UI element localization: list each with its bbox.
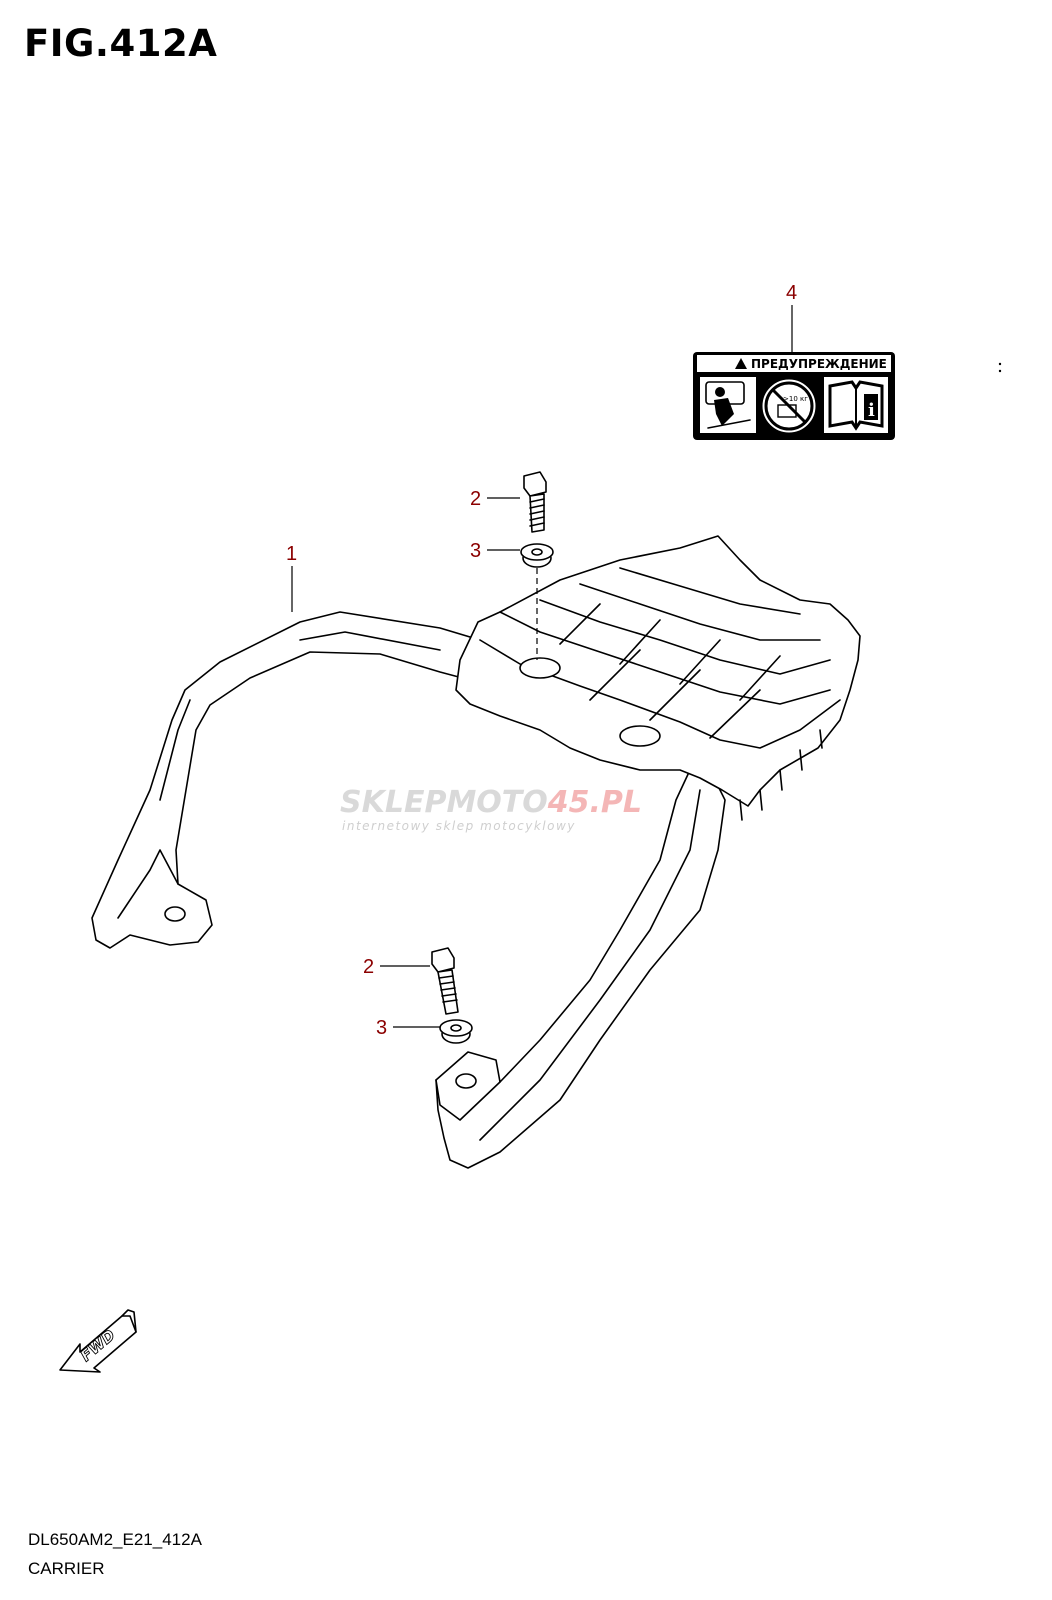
callout-carrier: 1 [286,543,297,612]
watermark-tagline: internetowy sklep motocyklowy [342,819,576,833]
callout-number: 4 [786,282,797,304]
callout-warning-label: 4 [786,282,797,352]
figure-code: DL650AM2_E21_412A [28,1530,202,1549]
carrier-part [91,535,861,1169]
weight-text: >10 кг [783,395,808,403]
info-symbol: i [868,400,875,421]
no-load-icon: >10 кг [762,379,816,433]
callout-number: 1 [286,543,297,565]
warning-triangle-icon [735,358,747,369]
warning-label-heading: ПРЕДУПРЕЖДЕНИЕ [751,357,887,371]
callout-number: 3 [470,540,481,562]
figure-name: CARRIER [28,1559,105,1578]
svg-text:SKLEPMOTO45.PL: SKLEPMOTO45.PL [340,785,642,820]
colon-mark [998,362,1002,373]
washer-upper [520,543,554,568]
callout-bolt-lower: 2 [363,956,430,978]
warning-label: ПРЕДУПРЕЖДЕНИЕ >10 кг i [693,352,895,440]
bolt-upper [523,471,547,533]
bolt-lower [431,947,459,1015]
callout-washer-lower: 3 [376,1017,440,1039]
fwd-arrow-icon: FWD [59,1309,137,1373]
manual-icon: i [824,377,888,433]
watermark-brand-left: SKLEPMOTO [340,785,548,820]
callout-number: 2 [470,488,481,510]
callout-number: 2 [363,956,374,978]
callout-washer-upper: 3 [470,540,520,562]
watermark-brand-right: 45.PL [547,785,642,820]
watermark: SKLEPMOTO45.PL internetowy sklep motocyk… [340,785,642,833]
figure-title: FIG.412A [24,22,218,65]
washer-lower [439,1019,473,1044]
rider-icon [700,377,756,433]
callout-bolt-upper: 2 [470,488,520,510]
callout-number: 3 [376,1017,387,1039]
